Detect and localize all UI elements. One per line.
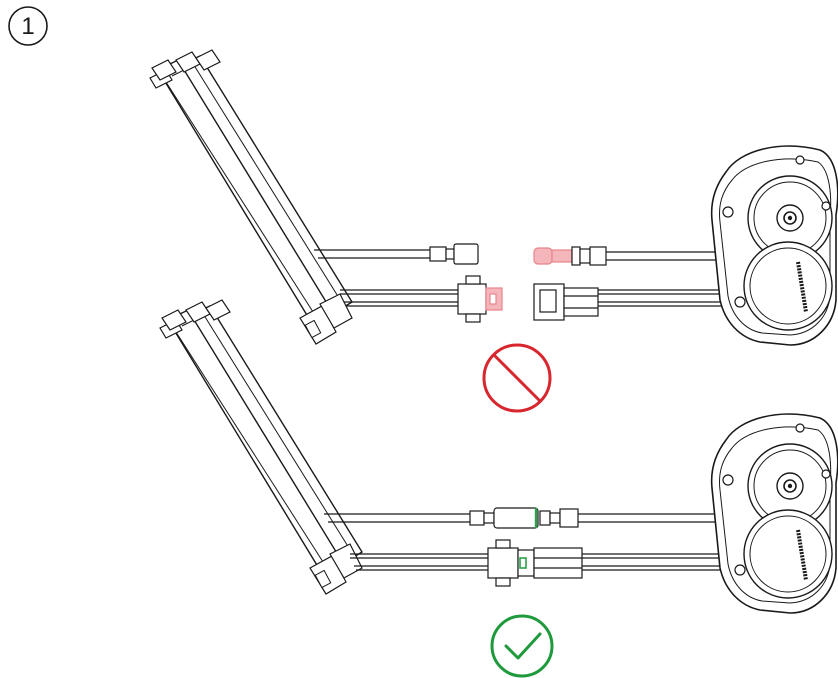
cable-upper-top	[314, 249, 724, 261]
bullet-connector-motor-side-highlighted	[533, 246, 607, 266]
correct-connection-group	[159, 299, 838, 678]
bullet-connector-joined	[469, 507, 579, 529]
cable-lower-bottom	[350, 553, 730, 571]
multipin-connector-motor-side	[533, 283, 599, 321]
motor-unit	[709, 412, 838, 615]
cable-lower-top	[340, 289, 728, 307]
multipin-connector-battery-side	[457, 275, 503, 323]
motor-unit	[709, 144, 838, 347]
step-number: 1	[21, 13, 34, 40]
prohibited-icon	[482, 343, 552, 413]
step-number-badge: 1	[6, 4, 50, 48]
multipin-connector-joined	[487, 539, 583, 587]
bullet-connector-battery-side	[429, 243, 479, 265]
cable-upper-bottom	[324, 513, 724, 523]
battery-pack	[159, 299, 363, 595]
battery-pack	[149, 49, 353, 345]
checkmark-icon	[490, 614, 554, 678]
incorrect-connection-group	[149, 49, 838, 413]
